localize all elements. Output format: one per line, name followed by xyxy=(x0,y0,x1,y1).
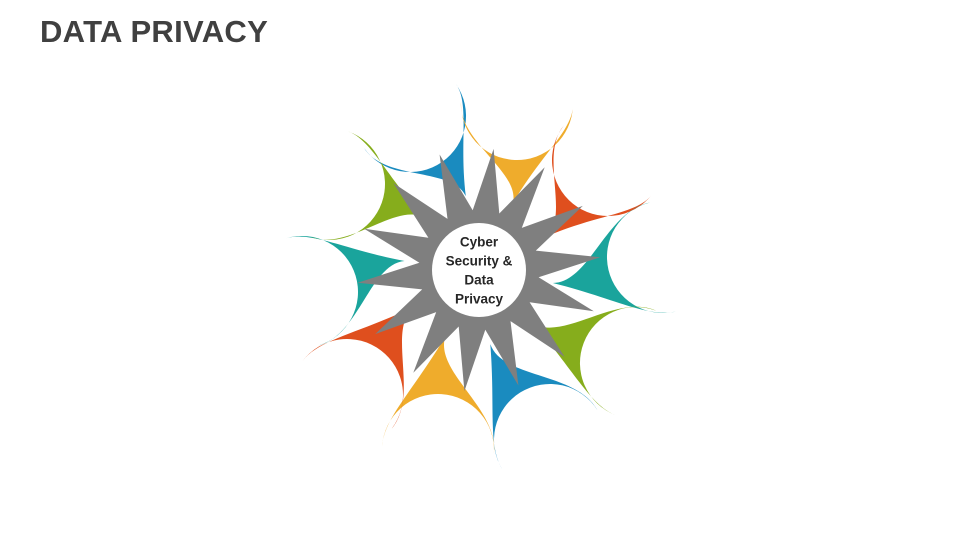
petal-label-line: Coverage xyxy=(275,294,329,308)
center-circle xyxy=(432,223,526,317)
petal-shape xyxy=(546,124,652,237)
petal-label-line: Management xyxy=(311,414,384,428)
petal-label-line: Crisis xyxy=(331,397,362,411)
petal-label-line: Maritime xyxy=(305,177,353,191)
petal-label: Energy xyxy=(497,97,537,111)
petal-label: Maritime xyxy=(305,177,353,191)
center-label-line: Privacy xyxy=(455,292,504,307)
petal-label-line: Trade xyxy=(647,233,679,247)
petal-label-line: Finance xyxy=(416,452,461,466)
petal-shape xyxy=(460,101,573,204)
petal-label-line: Sciences xyxy=(583,170,634,184)
petal-label-line: Energy xyxy=(497,97,537,111)
center-label-line: Cyber xyxy=(460,235,499,250)
petal-label-line: Applications xyxy=(602,373,669,387)
petal-label-line: Contrats xyxy=(386,118,433,132)
petal-shape xyxy=(364,84,467,197)
petal-shape xyxy=(552,202,676,314)
petal-shape xyxy=(310,131,425,240)
page-title: DATA PRIVACY xyxy=(40,14,269,49)
petal-shape xyxy=(285,236,405,346)
petal-label-line: Protection xyxy=(635,267,691,281)
petal-shape xyxy=(382,336,495,454)
petal-label-line: and Life xyxy=(586,153,631,167)
petal-label-line: Consumer xyxy=(409,435,467,449)
petal-label-line: Health Care xyxy=(575,136,642,150)
petal-shape xyxy=(532,306,657,416)
petal-label-line: Corporate xyxy=(522,425,578,439)
petal-label-line: Internet xyxy=(615,339,658,353)
petal-label-line: Insurance xyxy=(275,277,330,291)
petal-label-line: Response xyxy=(319,380,375,394)
petal: Maritime xyxy=(305,131,425,240)
center-label-line: Data xyxy=(464,273,494,288)
center-label-line: Security & xyxy=(446,254,513,269)
petal-label-line: Mobile xyxy=(618,356,655,370)
petal: Energy xyxy=(460,97,573,204)
petal-label-line: Government xyxy=(376,101,445,115)
petal-label-line: Governance xyxy=(516,442,584,456)
petal-label-line: Secret xyxy=(645,250,682,264)
petal-label-line: Breach xyxy=(327,363,367,377)
petal-shape xyxy=(302,306,414,429)
